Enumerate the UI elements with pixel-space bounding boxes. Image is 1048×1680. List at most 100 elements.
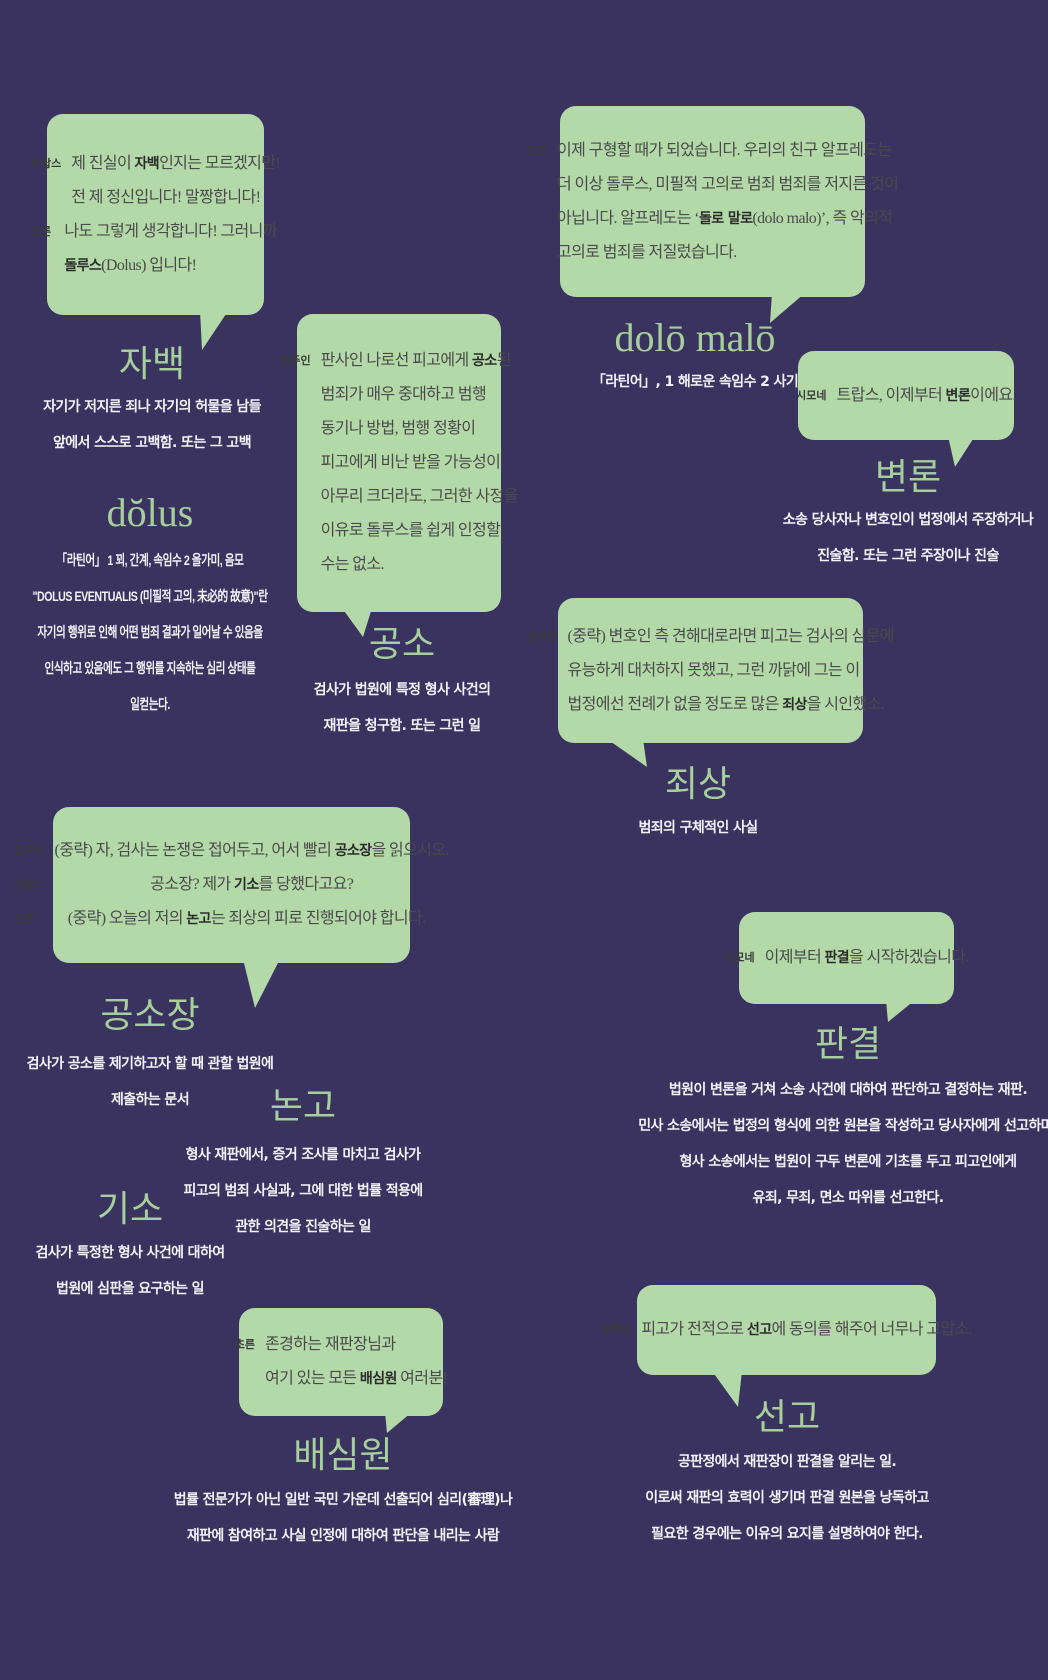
term-definition: 「라틴어」 1 꾀, 간계, 속임수 2 올가미, 음모 "DOLUS EVENT…	[0, 542, 348, 722]
speaker-label: 시모네	[724, 951, 755, 964]
term-definition: 범죄의 구체적인 사실	[438, 810, 958, 846]
dialogue-line: 동기나 방법, 범행 정황이	[321, 412, 518, 446]
dialogue-turn: 초른(중략) 오늘의 저의 논고는 죄상의 피로 진행되어야 합니다.	[14, 902, 449, 936]
definition-line: 필요한 경우에는 이유의 요지를 설명하여야 한다.	[651, 1526, 923, 1542]
definition-line: 재판을 청구함. 또는 그런 일	[323, 718, 482, 734]
dialogue-text: 를 당했다고요?	[258, 876, 354, 893]
dialogue-text: 이유로 돌루스를 쉽게 인정할	[320, 522, 501, 539]
term-definition: 「라틴어」, 1 해로운 속임수 2 사기	[435, 364, 955, 400]
dialogue-lines: 피고가 전적으로 선고에 동의를 해주어 너무나 고맙소.	[641, 1313, 972, 1347]
dialogue-text: 나도 그렇게 생각합니다! 그러니까	[64, 222, 277, 240]
definition-line: 「라틴어」 1 꾀, 간계, 속임수 2 올가미, 음모	[56, 552, 244, 568]
dialogue-line: 이유로 돌루스를 쉽게 인정할	[321, 514, 518, 548]
dialogue-text: (Dolus) 입니다!	[101, 256, 197, 274]
dialogue-line: 아무리 크더라도, 그러한 사정을	[320, 480, 519, 514]
definition-line: 이로써 재판의 효력이 생기며 판결 원본을 낭독하고	[645, 1490, 929, 1506]
dialogue: 집주인 피고가 전적으로 선고에 동의를 해주어 너무나 고맙소.	[600, 1313, 973, 1347]
dialogue-line: (중략) 자, 검사는 논쟁은 접어두고, 어서 빨리 공소장을 읽으시오.	[55, 834, 450, 868]
dialogue-text: 아무리 크더라도, 그러한 사정을	[320, 488, 519, 505]
dialogue-line: 더 이상 돌루스, 미필적 고의로 범죄 범죄를 저지른 것이	[557, 168, 899, 202]
dialogue-text: (중략) 변호인 측 견해대로라면 피고는 검사의 심문에	[567, 627, 895, 645]
speaker-label: 초른	[30, 224, 52, 238]
definition-line: 유죄, 무죄, 면소 따위를 선고한다.	[752, 1190, 944, 1206]
definition-line: 제출하는 문서	[111, 1092, 190, 1108]
dialogue-line: 수는 없소.	[321, 548, 518, 582]
dialogue-text: 을 시작하겠습니다.	[849, 949, 969, 966]
term-heading: dolō malō	[614, 315, 776, 360]
dialogue-line: 법정에선 전례가 없을 정도로 많은 죄상을 시인했소.	[568, 688, 894, 722]
dialogue-line: 제 진실이 자백인지는 모르겠지만!	[71, 147, 281, 181]
definition-line: 검사가 공소를 제기하고자 할 때 관할 법원에	[26, 1056, 274, 1072]
dialogue-text: 이에요.	[970, 386, 1016, 404]
highlighted-term: 공소	[472, 353, 497, 369]
speaker-label: 시모네	[796, 388, 827, 402]
dialogue-text: 제 진실이	[71, 154, 135, 172]
dialogue-line: 피고가 전적으로 선고에 동의를 해주어 너무나 고맙소.	[641, 1313, 972, 1347]
dialogue-line: 이제 구형할 때가 되었습니다. 우리의 친구 알프레도는	[557, 134, 898, 168]
definition-line: 자기가 저지른 죄나 자기의 허물을 남들	[43, 399, 261, 415]
definition-line: 일컫는다.	[130, 696, 170, 712]
dialogue-line: 존경하는 재판장님과	[265, 1328, 447, 1362]
dialogue-line: 유능하게 대처하지 못했고, 그런 까닭에 그는 이	[568, 654, 894, 688]
dialogue-text: 수는 없소.	[320, 556, 385, 573]
definition-line: 형사 재판에서, 증거 조사를 마치고 검사가	[185, 1147, 421, 1163]
highlighted-term: 논고	[186, 911, 211, 927]
speaker-label: 집주인	[14, 844, 45, 857]
dialogue-turn: 집주인 피고가 전적으로 선고에 동의를 해주어 너무나 고맙소.	[600, 1313, 973, 1347]
dialogue-lines: 제 진실이 자백인지는 모르겠지만!전 제 정신입니다! 말짱합니다!	[71, 147, 281, 215]
term-heading: 논고	[269, 1086, 337, 1127]
highlighted-term: 선고	[746, 1322, 772, 1338]
highlighted-term: 돌루스	[64, 257, 102, 274]
dialogue-line: 판사인 나로선 피고에게 공소된	[321, 344, 518, 378]
dialogue-line: (중략) 변호인 측 견해대로라면 피고는 검사의 심문에	[567, 620, 895, 654]
term-heading: 판결	[814, 1024, 882, 1065]
dialogue-text: 공소장? 제가	[150, 876, 235, 893]
dialogue-line: 범죄가 매우 중대하고 범행	[321, 378, 518, 412]
dialogue-line: 나도 그렇게 생각합니다! 그러니까	[64, 215, 280, 249]
speaker-label: 집주인	[280, 354, 311, 367]
dialogue-text: 인지는 모르겠지만!	[159, 154, 281, 172]
highlighted-term: 배심원	[359, 1371, 397, 1387]
speaker-label: 트랍스	[30, 156, 62, 170]
dialogue-text: (dolo malo)’, 즉 악의적	[752, 209, 893, 227]
dialogue-turn: 집주인 (중략) 자, 검사는 논쟁은 접어두고, 어서 빨리 공소장을 읽으시오…	[14, 834, 449, 868]
dialogue-line: (중략) 오늘의 저의 논고는 죄상의 피로 진행되어야 합니다.	[68, 902, 449, 936]
definition-line: 재판에 참여하고 사실 인정에 대하여 판단을 내리는 사람	[186, 1528, 500, 1544]
definition-line: 피고의 범죄 사실과, 그에 대한 법률 적용에	[183, 1183, 423, 1199]
definition-line: "DOLUS EVENTUALIS (미필적 고의, 未必的 故意)"란	[32, 588, 268, 604]
speaker-label: 집주인	[527, 629, 558, 643]
dialogue-lines: (중략) 자, 검사는 논쟁은 접어두고, 어서 빨리 공소장을 읽으시오.	[55, 834, 450, 868]
definition-line: 진술함. 또는 그런 주장이나 진술	[817, 548, 999, 564]
speaker-label: 트랍스	[14, 878, 45, 891]
term-heading: 배심원	[293, 1435, 393, 1476]
term-heading: 죄상	[664, 764, 732, 805]
speaker-label: 집주인	[600, 1323, 632, 1336]
dialogue-text: 여기 있는 모든	[265, 1370, 360, 1387]
dialogue-line: 고의로 범죄를 저질렀습니다.	[557, 236, 898, 270]
highlighted-term: 죄상	[782, 696, 807, 713]
dialogue-turn: 트랍스 제 진실이 자백인지는 모르겠지만!전 제 정신입니다! 말짱합니다!	[30, 147, 281, 215]
highlighted-term: 돌로 말로	[699, 210, 753, 227]
definition-line: 검사가 특정한 형사 사건에 대하여	[35, 1245, 225, 1261]
term-heading: 변론	[874, 457, 942, 498]
dialogue-lines: 이제부터 판결을 시작하겠습니다.	[765, 941, 970, 975]
dialogue-text: 피고가 전적으로	[641, 1321, 747, 1338]
definition-line: 공판정에서 재판장이 판결을 알리는 일.	[677, 1454, 897, 1470]
